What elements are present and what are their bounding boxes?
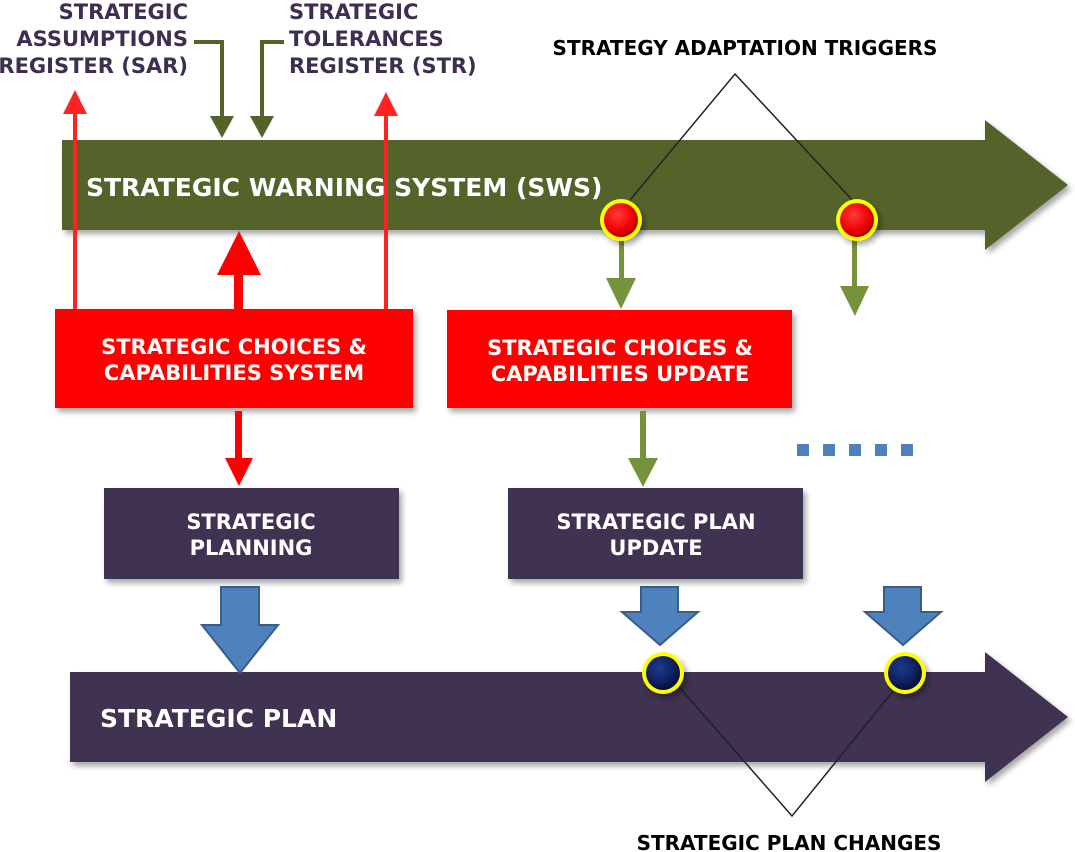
arrowhead-down-icon [840, 286, 869, 316]
choices-update-to-plan-update-connector [628, 411, 658, 487]
trigger-1-to-update-connector [606, 240, 636, 309]
sar-to-sws-connector [194, 40, 234, 138]
changes-pointer [679, 687, 895, 818]
sar-label: STRATEGIC ASSUMPTIONS REGISTER (SAR) [0, 0, 188, 78]
str-line-1: STRATEGIC [289, 0, 418, 24]
arrowhead-down-icon [225, 458, 253, 486]
arrowhead-up-icon [217, 231, 261, 275]
choices-update-line-1: STRATEGIC CHOICES & [487, 336, 753, 360]
sws-arrow-shape [62, 120, 1068, 250]
ellipsis-dot [849, 444, 861, 456]
choices-to-planning-connector [225, 411, 253, 486]
sar-line-2: ASSUMPTIONS [16, 27, 188, 51]
ellipsis-dot [875, 444, 887, 456]
sar-line-1: STRATEGIC [59, 0, 188, 24]
trigger-node-2[interactable] [836, 199, 878, 241]
plan-update-to-change-1-block-arrow-icon [619, 586, 701, 647]
ellipsis-dot [901, 444, 913, 456]
choices-update-line-2: CAPABILITIES UPDATE [491, 362, 749, 386]
choices-system-line-1: STRATEGIC CHOICES & [101, 335, 367, 359]
str-to-sws-connector [250, 40, 284, 138]
planning-line-1: STRATEGIC [186, 510, 315, 534]
ellipsis-dot [797, 444, 809, 456]
change-2-block-arrow-icon [862, 586, 944, 647]
planning-line-2: PLANNING [190, 536, 313, 560]
plan-update-line-1: STRATEGIC PLAN [556, 510, 755, 534]
choices-system-box: STRATEGIC CHOICES & CAPABILITIES SYSTEM [55, 309, 413, 408]
plan-update-box: STRATEGIC PLAN UPDATE [508, 488, 803, 579]
str-line-2: TOLERANCES [289, 27, 444, 51]
arrowhead-down-icon [210, 116, 234, 138]
change-node-2[interactable] [884, 652, 926, 694]
change-node-1[interactable] [642, 652, 684, 694]
sws-arrow: STRATEGIC WARNING SYSTEM (SWS) [62, 120, 1068, 250]
continuation-ellipsis [797, 444, 913, 456]
choices-to-sar-connector [63, 90, 87, 310]
choices-to-sws-connector [217, 231, 261, 310]
planning-to-plan-block-arrow-icon [199, 586, 281, 675]
plan-label: STRATEGIC PLAN [100, 704, 337, 733]
sws-label: STRATEGIC WARNING SYSTEM (SWS) [86, 173, 602, 202]
choices-system-line-2: CAPABILITIES SYSTEM [104, 361, 364, 385]
sar-line-3: REGISTER (SAR) [0, 54, 188, 78]
plan-arrow: STRATEGIC PLAN [70, 652, 1068, 782]
str-label: STRATEGIC TOLERANCES REGISTER (STR) [289, 0, 477, 78]
trigger-2-connector [840, 240, 869, 316]
arrowhead-down-icon [250, 116, 274, 138]
str-line-3: REGISTER (STR) [289, 54, 477, 78]
choices-update-box: STRATEGIC CHOICES & CAPABILITIES UPDATE [447, 310, 792, 408]
trigger-node-1[interactable] [600, 199, 642, 241]
changes-label: STRATEGIC PLAN CHANGES [637, 831, 942, 852]
plan-arrow-shape [70, 652, 1068, 782]
choices-to-str-connector [374, 92, 398, 310]
arrowhead-up-icon [63, 90, 87, 114]
triggers-label: STRATEGY ADAPTATION TRIGGERS [553, 36, 938, 60]
plan-update-line-2: UPDATE [609, 536, 702, 560]
planning-box: STRATEGIC PLANNING [104, 488, 399, 579]
ellipsis-dot [823, 444, 835, 456]
arrowhead-down-icon [628, 458, 658, 487]
arrowhead-down-icon [606, 278, 636, 309]
arrowhead-up-icon [374, 92, 398, 116]
triggers-pointer [629, 72, 856, 204]
